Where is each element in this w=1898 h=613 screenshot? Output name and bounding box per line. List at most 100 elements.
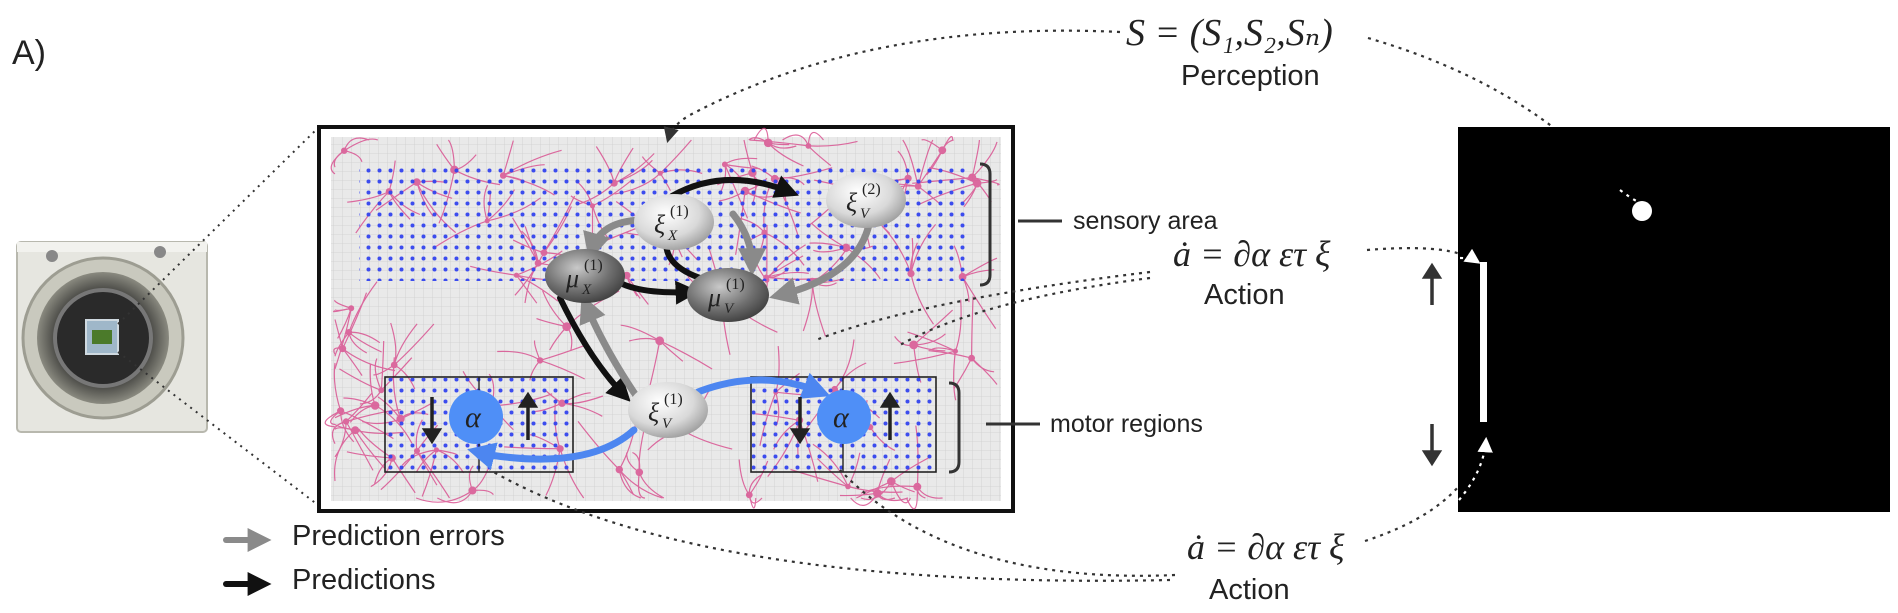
neurite bbox=[620, 324, 661, 342]
motor-arrows bbox=[467, 372, 831, 470]
neurite bbox=[618, 469, 663, 499]
action-lower-label: Action bbox=[1209, 574, 1290, 606]
neurite bbox=[962, 276, 997, 329]
neurite bbox=[931, 347, 956, 352]
pong-paddle bbox=[1480, 262, 1487, 422]
neuron-soma bbox=[745, 491, 753, 499]
sensory-area-label: sensory area bbox=[1073, 207, 1218, 235]
legend-predictions: Predictions bbox=[223, 564, 435, 596]
neurite bbox=[954, 299, 962, 352]
neuron-soma bbox=[339, 345, 347, 353]
neuron-soma bbox=[938, 146, 947, 155]
neuron-soma bbox=[390, 361, 398, 369]
motor-direction-arrows bbox=[421, 391, 901, 445]
neurite bbox=[971, 296, 974, 359]
neurite bbox=[905, 486, 918, 510]
neurite bbox=[339, 368, 382, 391]
neurite bbox=[971, 141, 998, 178]
neuron-soma bbox=[562, 322, 572, 332]
neuron-soma bbox=[655, 336, 665, 346]
legend: Prediction errors Predictions bbox=[223, 520, 505, 596]
neurite bbox=[808, 140, 858, 147]
neuron-soma bbox=[348, 305, 355, 312]
neuron-soma bbox=[805, 143, 812, 149]
pong-ball bbox=[1632, 201, 1652, 221]
perception-equation: S = (S₁,S₂,Sₙ) bbox=[1126, 12, 1333, 54]
node-xi-v2: ξ V (2) bbox=[826, 172, 906, 228]
paddle-direction-arrows bbox=[1421, 262, 1443, 467]
neurite bbox=[659, 340, 713, 370]
mea-device-icon bbox=[16, 241, 208, 433]
neurite bbox=[324, 410, 341, 428]
svg-text:ξ: ξ bbox=[654, 210, 666, 239]
neurite bbox=[374, 358, 382, 391]
neurite bbox=[415, 490, 473, 503]
neurite bbox=[333, 362, 342, 411]
alpha-node-left: α bbox=[449, 390, 503, 444]
svg-text:V: V bbox=[662, 416, 673, 432]
neuron-soma bbox=[968, 173, 977, 182]
node-mu-v1: μ V (1) bbox=[687, 268, 769, 322]
svg-text:α: α bbox=[833, 401, 850, 434]
neuron-soma bbox=[845, 483, 851, 490]
neurite bbox=[342, 292, 368, 349]
neurite bbox=[782, 134, 809, 147]
svg-text:ξ: ξ bbox=[846, 188, 858, 217]
neurite bbox=[333, 429, 356, 482]
svg-text:Predictions: Predictions bbox=[292, 564, 435, 596]
action-lower-equation: ȧ = ∂α ετ ξ bbox=[1187, 527, 1345, 567]
neuron-soma bbox=[909, 340, 919, 350]
neurite bbox=[953, 351, 957, 401]
svg-text:(1): (1) bbox=[670, 203, 689, 220]
action-upper-label: Action bbox=[1204, 279, 1285, 311]
node-xi-v1: ξ V (1) bbox=[628, 382, 708, 438]
neuron-soma bbox=[536, 357, 544, 364]
svg-text:Prediction errors: Prediction errors bbox=[292, 520, 505, 552]
neurite bbox=[343, 138, 379, 152]
neuron-soma bbox=[968, 354, 975, 362]
neuron-soma bbox=[337, 407, 345, 415]
neurite bbox=[749, 139, 809, 147]
legend-prediction-errors: Prediction errors bbox=[223, 520, 505, 552]
neurite bbox=[807, 131, 824, 146]
neuron-soma bbox=[341, 147, 348, 154]
neuron-soma bbox=[952, 348, 959, 354]
neurite bbox=[539, 359, 585, 380]
neuron-soma bbox=[887, 477, 896, 486]
svg-text:α: α bbox=[465, 401, 482, 434]
neuron-soma bbox=[351, 426, 360, 435]
neuron-soma bbox=[635, 468, 644, 477]
neurite bbox=[342, 348, 396, 372]
neurite bbox=[972, 176, 1000, 186]
neuron-soma bbox=[913, 482, 922, 491]
svg-text:(2): (2) bbox=[862, 181, 881, 198]
neurite bbox=[393, 323, 435, 366]
svg-text:μ: μ bbox=[565, 264, 579, 293]
motor-bracket bbox=[948, 381, 1040, 474]
neurite bbox=[971, 139, 980, 178]
neurite bbox=[962, 257, 998, 278]
svg-text:ξ: ξ bbox=[648, 398, 660, 427]
svg-text:X: X bbox=[667, 228, 678, 244]
neurite bbox=[334, 421, 347, 458]
action-upper-equation: ȧ = ∂α ετ ξ bbox=[1173, 234, 1331, 274]
svg-text:V: V bbox=[724, 301, 735, 317]
neuron-soma bbox=[615, 465, 623, 474]
panel-label: A) bbox=[12, 34, 46, 72]
neurite bbox=[748, 494, 757, 509]
svg-text:X: X bbox=[581, 282, 592, 298]
neurite bbox=[345, 421, 374, 471]
neuron-soma bbox=[378, 387, 385, 394]
sensory-bracket bbox=[979, 162, 1062, 287]
neurite bbox=[637, 472, 646, 499]
prediction-error-arrows bbox=[579, 210, 874, 401]
perception-label: Perception bbox=[1181, 60, 1320, 92]
svg-text:(1): (1) bbox=[726, 276, 745, 293]
culture-panel bbox=[317, 125, 1015, 513]
motor-regions-label: motor regions bbox=[1050, 410, 1203, 438]
svg-text:(1): (1) bbox=[584, 257, 603, 274]
alpha-node-right: α bbox=[817, 390, 871, 444]
node-mu-x1: μ X (1) bbox=[545, 249, 625, 303]
node-xi-x1: ξ X (1) bbox=[634, 194, 714, 250]
